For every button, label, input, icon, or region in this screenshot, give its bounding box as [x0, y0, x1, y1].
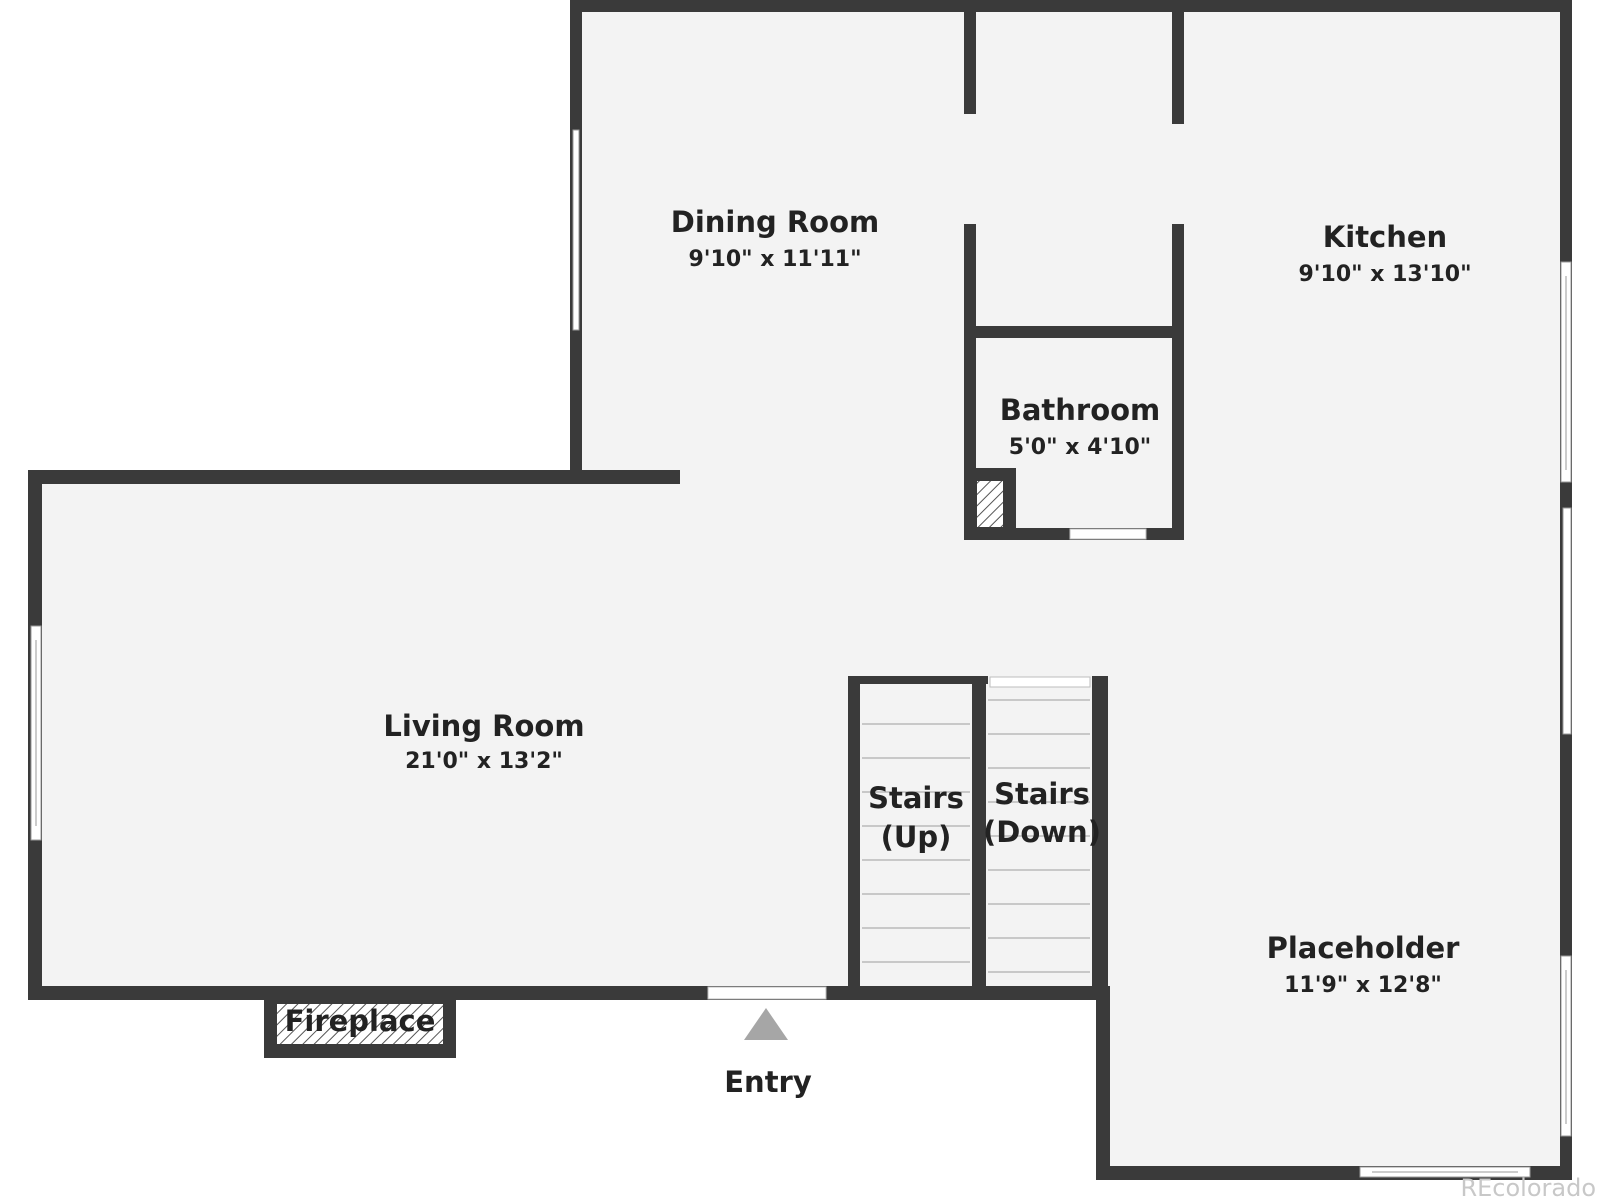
- bathroom-chase: [975, 479, 1005, 529]
- placeholder-room-dimensions: 11'9" x 12'8": [1284, 973, 1442, 998]
- entry-label: Entry: [724, 1065, 812, 1099]
- living-room-dimensions: 21'0" x 13'2": [405, 749, 563, 774]
- windows: [30, 129, 1572, 1178]
- placeholder-room-name: Placeholder: [1267, 931, 1461, 965]
- doors: [707, 528, 1147, 1000]
- stairs-up-direction: (Up): [881, 820, 952, 854]
- kitchen-name: Kitchen: [1323, 220, 1447, 254]
- bathroom-dimensions: 5'0" x 4'10": [1009, 435, 1151, 460]
- bathroom-door: [1069, 528, 1147, 540]
- fireplace: Fireplace: [264, 996, 456, 1058]
- fireplace-label: Fireplace: [285, 1004, 436, 1038]
- stairs-down-label: Stairs: [994, 777, 1090, 811]
- stair-treads: [862, 699, 1090, 973]
- entry-arrow-icon: [744, 1008, 788, 1040]
- stairs-down-direction: (Down): [983, 815, 1101, 849]
- bathroom-name: Bathroom: [1000, 393, 1161, 427]
- interior-walls: [848, 0, 1184, 998]
- dining-room-name: Dining Room: [671, 205, 880, 239]
- kitchen-dimensions: 9'10" x 13'10": [1298, 262, 1471, 287]
- watermark: REcolorado: [1460, 1174, 1596, 1200]
- stairs-down-opening: [989, 676, 1091, 688]
- stairs-up-label: Stairs: [868, 781, 964, 815]
- living-room-name: Living Room: [383, 709, 584, 743]
- floor-area: [40, 12, 1568, 1170]
- dining-room-dimensions: 9'10" x 11'11": [688, 247, 861, 272]
- entry-door: [707, 986, 827, 1000]
